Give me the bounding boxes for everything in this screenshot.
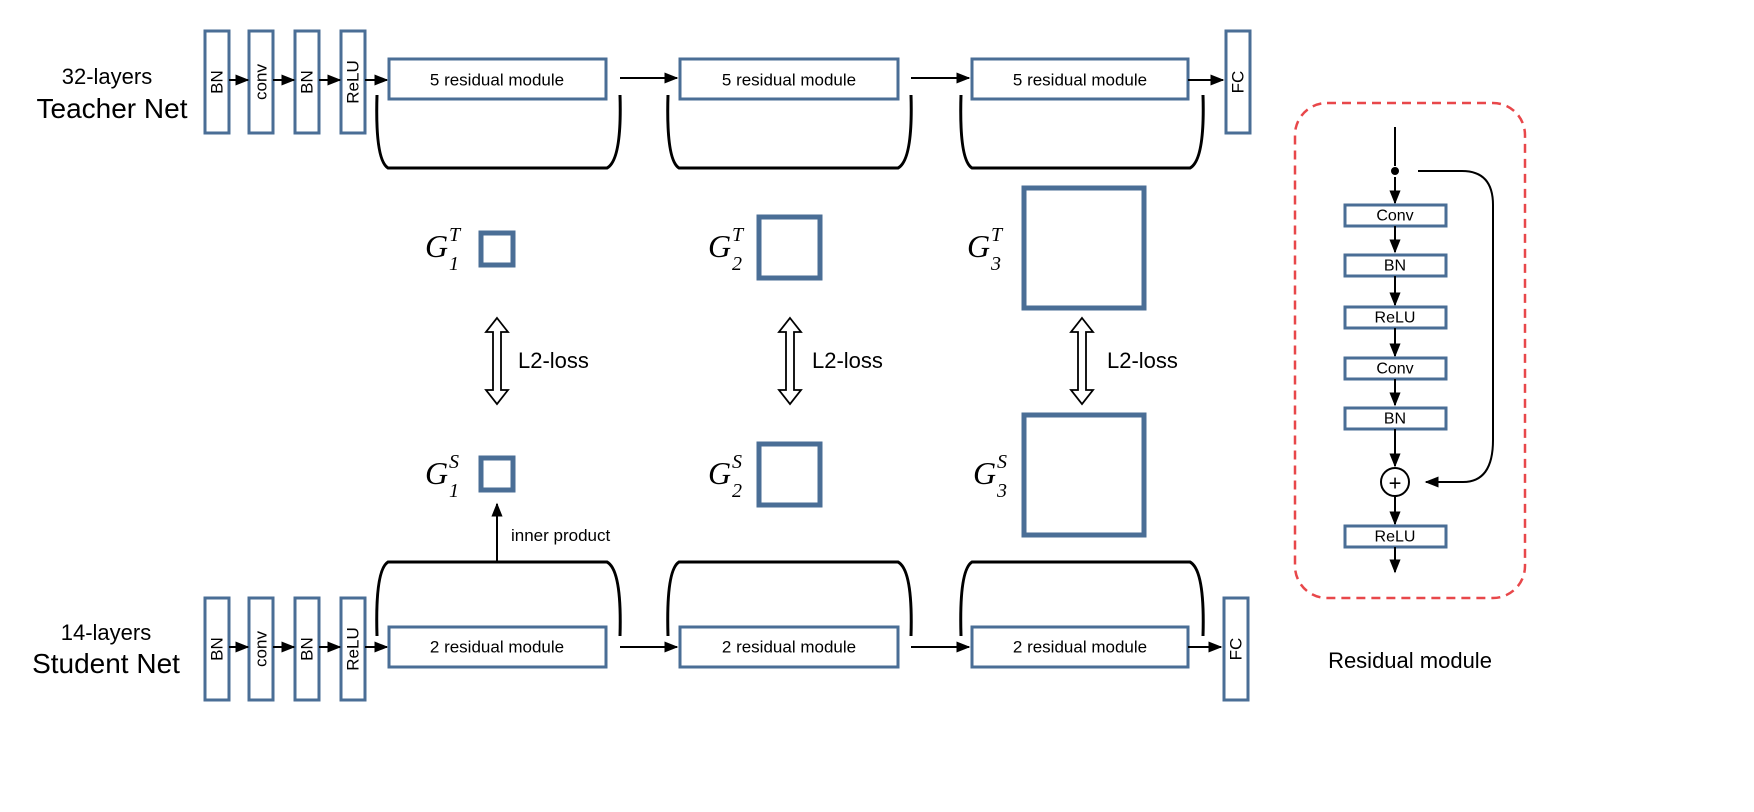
teacher-fc-label: FC [1229, 71, 1248, 94]
teacher-conv-layer[interactable] [247, 29, 275, 135]
teacher-residual-block-1[interactable] [387, 57, 608, 101]
l2-loss-label-1: L2-loss [518, 348, 589, 373]
gram-label-g3-teacher: G 3 T [967, 224, 1004, 275]
teacher-layers-label: 32-layers [62, 64, 152, 89]
inner-product-label: inner product [511, 526, 611, 545]
student-conv-label: conv [252, 631, 271, 667]
teacher-bn-label: BN [208, 70, 227, 94]
student-fc-layer[interactable] [1222, 596, 1250, 702]
l2-loss-connections: L2-loss L2-loss L2-loss [484, 316, 1178, 406]
teacher-net-name: Teacher Net [37, 93, 188, 124]
teacher-network: 32-layers Teacher Net BN conv BN ReLU 5 … [37, 29, 1252, 170]
l2-loss-label-3: L2-loss [1107, 348, 1178, 373]
student-bn2-layer[interactable] [293, 596, 321, 702]
student-bn2-label: BN [298, 637, 317, 661]
gram-matrix-g1-student [478, 455, 516, 493]
student-residual-block-2-label: 2 residual module [722, 638, 856, 657]
svg-text:2: 2 [732, 480, 742, 502]
student-feature-bracket-3 [959, 560, 1205, 637]
student-bn-layer[interactable] [203, 596, 231, 702]
residual-module-frame [1293, 101, 1527, 600]
teacher-conv-label: conv [252, 64, 271, 100]
add-symbol: + [1389, 471, 1402, 496]
student-feature-bracket-2 [666, 560, 913, 637]
student-layers-label: 14-layers [61, 620, 151, 645]
svg-text:T: T [449, 224, 462, 246]
svg-text:2: 2 [732, 253, 742, 275]
student-fc-label: FC [1227, 638, 1246, 661]
svg-text:3: 3 [990, 253, 1001, 275]
svg-text:S: S [732, 451, 742, 473]
student-residual-block-2[interactable] [678, 625, 900, 669]
svg-text:S: S [997, 451, 1007, 473]
student-relu-label: ReLU [344, 627, 363, 670]
gram-matrix-g1-teacher [478, 230, 516, 268]
gram-label-g1-teacher: G 1 T [425, 224, 462, 275]
student-network: 14-layers Student Net BN conv BN ReLU 2 … [32, 560, 1250, 702]
res-relu-label-out: ReLU [1375, 529, 1416, 546]
gram-label-g3-student: G 3 S [973, 451, 1007, 502]
gram-matrix-g2-student [756, 441, 823, 508]
svg-text:G: G [967, 228, 990, 264]
double-arrow-icon [777, 316, 803, 406]
res-conv-label-2: Conv [1376, 361, 1413, 378]
gram-matrices: G 1 T G 2 T G 3 T G 1 S G 2 S [425, 185, 1147, 538]
svg-text:G: G [425, 228, 448, 264]
student-conv-layer[interactable] [247, 596, 275, 702]
gram-matrix-g2-teacher [756, 214, 823, 281]
res-conv-label-1: Conv [1376, 208, 1413, 225]
svg-text:T: T [732, 224, 745, 246]
svg-text:G: G [708, 455, 731, 491]
student-residual-block-1[interactable] [387, 625, 608, 669]
res-relu-label-1: ReLU [1375, 310, 1416, 327]
teacher-bn-layer[interactable] [203, 29, 231, 135]
residual-module-legend: Conv BN ReLU Conv BN + ReLU Residual mod… [1293, 101, 1527, 673]
svg-text:G: G [708, 228, 731, 264]
res-bn-label-1: BN [1384, 258, 1406, 275]
gram-matrix-g3-student [1021, 412, 1147, 538]
teacher-residual-block-1-label: 5 residual module [430, 71, 564, 90]
l2-loss-label-2: L2-loss [812, 348, 883, 373]
svg-text:G: G [425, 455, 448, 491]
svg-text:3: 3 [996, 480, 1007, 502]
gram-label-g2-student: G 2 S [708, 451, 742, 502]
gram-matrix-g3-teacher [1021, 185, 1147, 311]
student-residual-block-3-label: 2 residual module [1013, 638, 1147, 657]
double-arrow-icon [484, 316, 510, 406]
teacher-feature-bracket-3 [959, 94, 1205, 170]
svg-text:S: S [449, 451, 459, 473]
residual-module-title: Residual module [1328, 648, 1492, 673]
teacher-feature-bracket-2 [666, 94, 913, 170]
gram-label-g1-student: G 1 S [425, 451, 459, 502]
student-net-name: Student Net [32, 648, 180, 679]
student-residual-block-3[interactable] [970, 625, 1190, 669]
student-feature-bracket-1 [375, 560, 622, 637]
double-arrow-icon [1069, 316, 1095, 406]
teacher-feature-bracket-1 [375, 94, 622, 170]
teacher-bn2-layer[interactable] [293, 29, 321, 135]
svg-text:G: G [973, 455, 996, 491]
teacher-residual-block-3-label: 5 residual module [1013, 71, 1147, 90]
student-bn-label: BN [208, 637, 227, 661]
res-bn-label-2: BN [1384, 411, 1406, 428]
svg-text:T: T [991, 224, 1004, 246]
teacher-residual-block-2[interactable] [678, 57, 900, 101]
branch-point [1391, 167, 1399, 175]
teacher-residual-block-2-label: 5 residual module [722, 71, 856, 90]
student-residual-block-1-label: 2 residual module [430, 638, 564, 657]
skip-connection [1418, 170, 1494, 488]
teacher-relu-label: ReLU [344, 60, 363, 103]
svg-text:1: 1 [449, 480, 459, 502]
teacher-bn2-label: BN [298, 70, 317, 94]
svg-text:1: 1 [449, 253, 459, 275]
teacher-fc-layer[interactable] [1224, 29, 1252, 135]
gram-label-g2-teacher: G 2 T [708, 224, 745, 275]
